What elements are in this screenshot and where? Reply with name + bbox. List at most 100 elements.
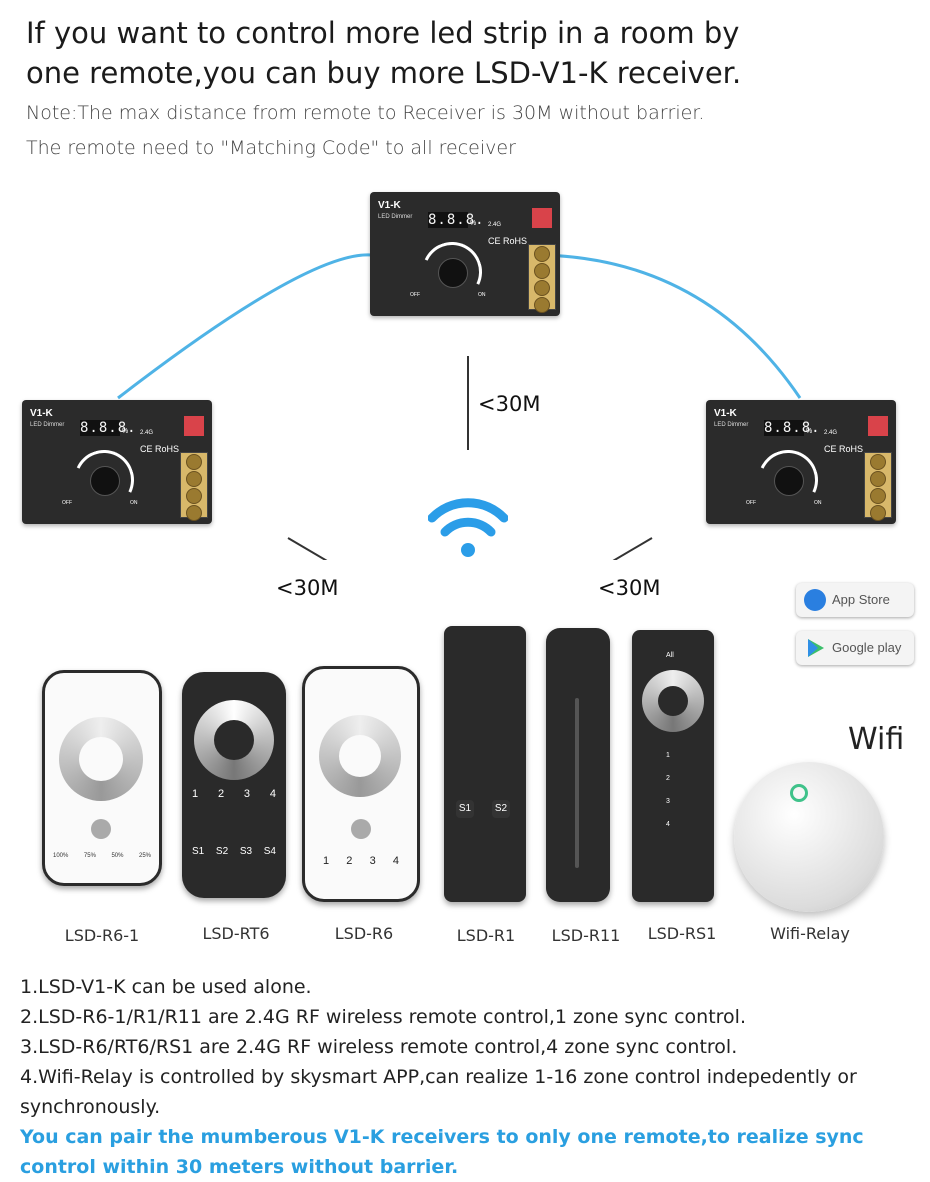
app-store-label: App Store bbox=[832, 592, 890, 607]
power-icon bbox=[351, 819, 371, 839]
receiver-percent: % bbox=[806, 428, 813, 435]
receiver-left: V1-K LED Dimmer 8.8.8. % 2.4G CE RoHS OF… bbox=[22, 400, 212, 524]
headline-line-1: If you want to control more led strip in… bbox=[26, 16, 740, 50]
receiver-right: V1-K LED Dimmer 8.8.8. % 2.4G CE RoHS OF… bbox=[706, 400, 896, 524]
touch-slider bbox=[575, 698, 579, 868]
note-distance: Note:The max distance from remote to Rec… bbox=[26, 102, 705, 124]
pct-75: 75% bbox=[83, 853, 96, 859]
receiver-cert: CE RoHS bbox=[140, 444, 180, 454]
receiver-title: V1-K bbox=[30, 408, 53, 419]
receiver-rf: 2.4G bbox=[140, 430, 154, 436]
dip-switch bbox=[184, 416, 204, 436]
model-wifi-relay: Wifi-Relay bbox=[770, 924, 850, 943]
receiver-on: ON bbox=[478, 292, 486, 298]
receiver-subtitle: LED Dimmer bbox=[714, 422, 749, 428]
wifi-label: Wifi bbox=[848, 722, 905, 757]
dimmer-knob bbox=[438, 258, 468, 288]
zone-3: 3 bbox=[666, 798, 670, 805]
zone-row: 1 2 3 4 bbox=[192, 788, 276, 800]
wifi-icon bbox=[428, 498, 508, 557]
headline-line-2: one remote,you can buy more LSD-V1-K rec… bbox=[26, 56, 742, 90]
scene-row: S1 S2 S3 S4 bbox=[192, 846, 276, 857]
remote-lsd-rs1: All 1 2 3 4 bbox=[632, 630, 714, 902]
pct-100: 100% bbox=[53, 853, 69, 859]
dimmer-knob bbox=[90, 466, 120, 496]
receiver-subtitle: LED Dimmer bbox=[30, 422, 65, 428]
description-4: 4.Wifi-Relay is controlled by skysmart A… bbox=[20, 1066, 857, 1118]
google-play-button[interactable]: Google play bbox=[796, 631, 914, 665]
pct-25: 25% bbox=[138, 853, 151, 859]
model-lsd-r6-1: LSD-R6-1 bbox=[64, 926, 140, 945]
receiver-off: OFF bbox=[62, 500, 72, 506]
remote-lsd-r6: 1 2 3 4 bbox=[302, 666, 420, 902]
receiver-off: OFF bbox=[410, 292, 420, 298]
model-lsd-rs1: LSD-RS1 bbox=[647, 924, 717, 943]
receiver-display: 8.8.8. bbox=[428, 212, 485, 228]
zone-2: 2 bbox=[346, 855, 353, 867]
distance-top: <30M bbox=[478, 392, 541, 416]
distance-left: <30M bbox=[276, 576, 339, 600]
dimmer-knob bbox=[774, 466, 804, 496]
app-store-button[interactable]: App Store bbox=[796, 583, 914, 617]
scene-1: S1 bbox=[192, 846, 205, 857]
scene-1-button: S1 bbox=[456, 800, 474, 818]
zone-2: 2 bbox=[217, 788, 225, 800]
receiver-cert: CE RoHS bbox=[488, 236, 528, 246]
description-1: 1.LSD-V1-K can be used alone. bbox=[20, 976, 312, 998]
zone-1: 1 bbox=[323, 855, 330, 867]
connection-arc bbox=[117, 253, 802, 560]
scene-2-button: S2 bbox=[492, 800, 510, 818]
wifi-relay-device bbox=[734, 762, 884, 912]
terminal-block bbox=[864, 452, 892, 521]
description-2: 2.LSD-R6-1/R1/R11 are 2.4G RF wireless r… bbox=[20, 1006, 746, 1028]
zone-1: 1 bbox=[192, 788, 199, 800]
model-lsd-rt6: LSD-RT6 bbox=[202, 924, 270, 943]
wheel-center bbox=[79, 737, 123, 781]
zone-4: 4 bbox=[269, 788, 276, 800]
remote-lsd-r11 bbox=[546, 628, 610, 902]
pct-50: 50% bbox=[111, 853, 124, 859]
pct-row: 100% 75% 50% 25% bbox=[53, 853, 151, 859]
status-led bbox=[790, 784, 808, 802]
receiver-top: V1-K LED Dimmer 8.8.8. % 2.4G CE RoHS OF… bbox=[370, 192, 560, 316]
note-matching: The remote need to "Matching Code" to al… bbox=[26, 137, 516, 159]
receiver-on: ON bbox=[130, 500, 138, 506]
model-lsd-r1: LSD-R1 bbox=[456, 926, 516, 945]
dip-switch bbox=[532, 208, 552, 228]
receiver-title: V1-K bbox=[378, 200, 401, 211]
terminal-block bbox=[528, 244, 556, 313]
receiver-rf: 2.4G bbox=[824, 430, 838, 436]
receiver-subtitle: LED Dimmer bbox=[378, 214, 413, 220]
receiver-display: 8.8.8. bbox=[764, 420, 821, 436]
google-play-label: Google play bbox=[832, 640, 902, 655]
app-store-icon bbox=[804, 589, 826, 611]
receiver-percent: % bbox=[470, 220, 477, 227]
scene-4: S4 bbox=[263, 846, 276, 857]
all-label: All bbox=[666, 652, 674, 659]
zone-3: 3 bbox=[243, 788, 251, 800]
scene-2: S2 bbox=[215, 846, 229, 857]
wheel-center bbox=[214, 720, 254, 760]
receiver-cert: CE RoHS bbox=[824, 444, 864, 454]
zone-4: 4 bbox=[392, 855, 399, 867]
distance-right: <30M bbox=[598, 576, 661, 600]
wheel-center bbox=[339, 735, 381, 777]
zone-2: 2 bbox=[666, 775, 670, 782]
zone-3: 3 bbox=[369, 855, 376, 867]
receiver-on: ON bbox=[814, 500, 822, 506]
wheel-center bbox=[658, 686, 688, 716]
zone-row: 1 2 3 4 bbox=[323, 855, 399, 867]
description-3: 3.LSD-R6/RT6/RS1 are 2.4G RF wireless re… bbox=[20, 1036, 738, 1058]
zone-4: 4 bbox=[666, 821, 670, 828]
receiver-display: 8.8.8. bbox=[80, 420, 137, 436]
scene-3: S3 bbox=[239, 846, 253, 857]
model-lsd-r11: LSD-R11 bbox=[551, 926, 621, 945]
rs1-zones: 1 2 3 4 bbox=[666, 744, 670, 836]
dip-switch bbox=[868, 416, 888, 436]
remote-lsd-r6-1: 100% 75% 50% 25% bbox=[42, 670, 162, 886]
receiver-title: V1-K bbox=[714, 408, 737, 419]
google-play-icon bbox=[808, 639, 824, 657]
power-icon bbox=[91, 819, 111, 839]
model-lsd-r6: LSD-R6 bbox=[334, 924, 394, 943]
terminal-block bbox=[180, 452, 208, 521]
